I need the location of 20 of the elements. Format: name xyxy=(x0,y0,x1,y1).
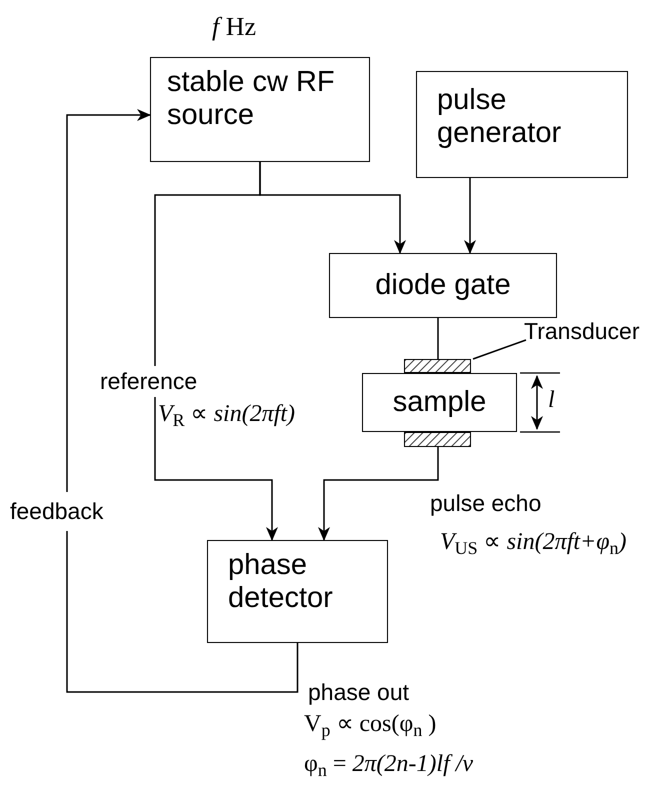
transducer-plate xyxy=(404,359,471,373)
formula: V$_{R}$ ∝ sin(2πft) xyxy=(158,402,296,426)
process-box: sample xyxy=(362,373,517,432)
edge-label: feedback xyxy=(10,492,104,531)
connector-arrow xyxy=(464,178,476,254)
part-label: Transducer xyxy=(524,316,670,346)
process-box: pulse generator xyxy=(416,71,628,178)
frequency-label: f Hz xyxy=(212,14,256,40)
leader-line xyxy=(472,339,526,360)
connector-arrow xyxy=(154,162,278,541)
dimension-label: l xyxy=(548,388,555,412)
process-box: phase detector xyxy=(207,540,388,643)
process-box: stable cw RF source xyxy=(150,57,370,162)
connector-arrow xyxy=(318,447,439,541)
connector-arrow xyxy=(66,109,298,693)
process-box: diode gate xyxy=(329,253,557,318)
formula: φ$_{n}$ = 2π(2n-1)lf /v xyxy=(304,752,474,776)
formula: V$_{US}$ ∝ sin(2πft+φ$_{n}$) xyxy=(440,530,627,554)
signal-label: reference xyxy=(100,366,198,397)
transducer-plate xyxy=(404,432,471,447)
